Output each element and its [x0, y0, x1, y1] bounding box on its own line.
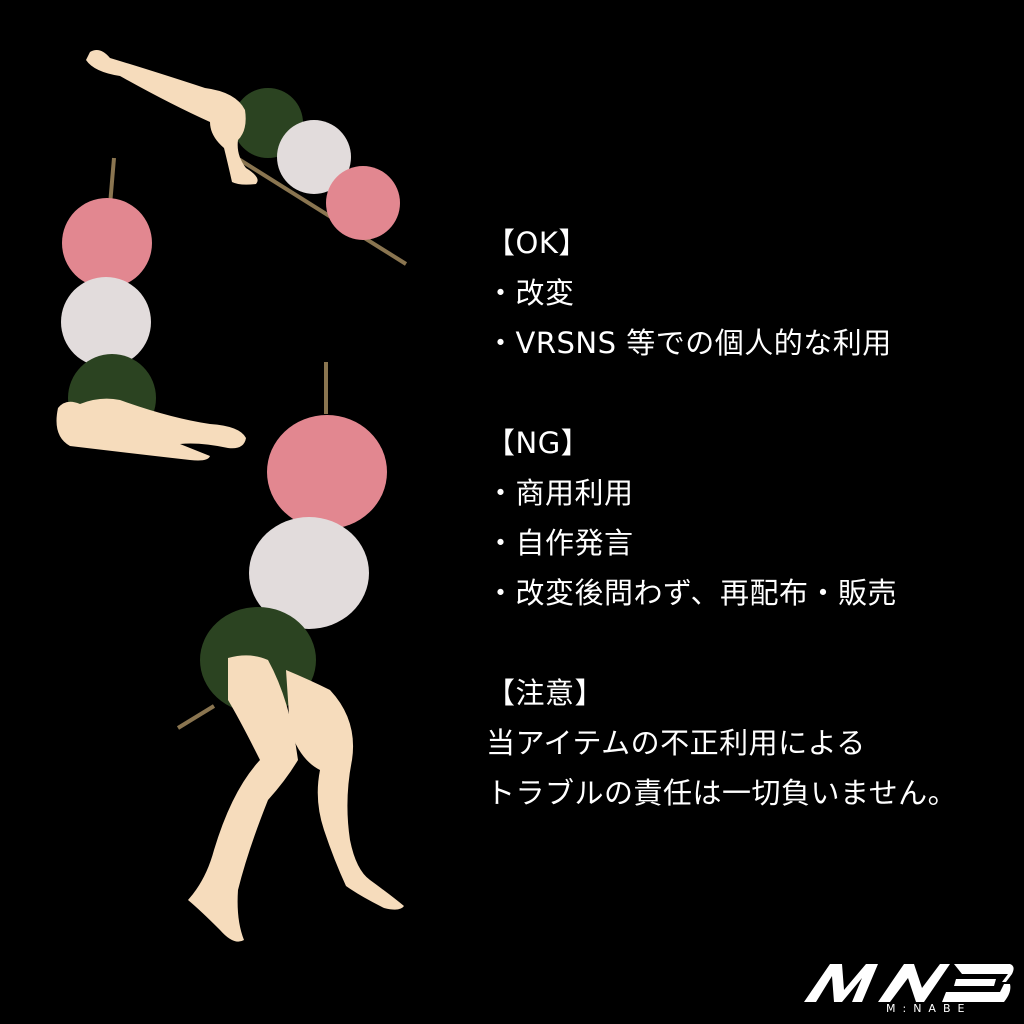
caution-line: 当アイテムの不正利用による — [486, 726, 866, 760]
dango-left — [56, 157, 246, 461]
logo-subtitle: M:NABE — [886, 1002, 972, 1015]
ok-item: ・VRSNS 等での個人的な利用 — [486, 326, 892, 360]
ok-heading: 【OK】 — [486, 226, 588, 260]
dango-center — [176, 362, 404, 942]
caution-line: トラブルの責任は一切負いません。 — [486, 776, 958, 810]
ng-item: ・改変後問わず、再配布・販売 — [486, 576, 897, 610]
dango-top — [86, 50, 408, 266]
usage-terms: 【OK】 ・改変 ・VRSNS 等での個人的な利用 【NG】 ・商用利用 ・自作… — [486, 218, 1006, 818]
ng-heading: 【NG】 — [486, 426, 591, 460]
ng-item: ・商用利用 — [486, 476, 634, 510]
ng-item: ・自作発言 — [486, 526, 634, 560]
brand-logo: M:NABE — [804, 960, 1014, 1018]
mnb-logo-mark — [804, 964, 1014, 1002]
caution-heading: 【注意】 — [486, 676, 605, 710]
ok-item: ・改変 — [486, 276, 575, 310]
